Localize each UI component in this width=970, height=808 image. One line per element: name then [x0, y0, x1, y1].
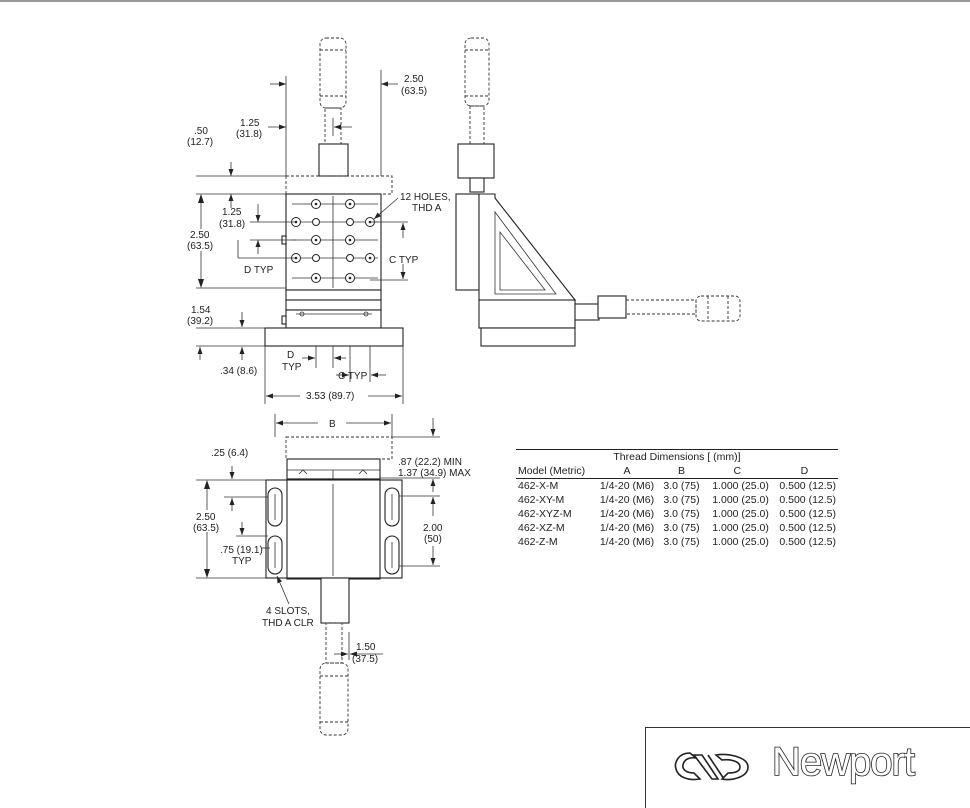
cell-c: 1.000 (25.0): [712, 494, 769, 506]
cell-c: 1.000 (25.0): [712, 536, 769, 548]
dim-2-50-bottom: 2.50: [196, 512, 216, 523]
cell-c: 1.000 (25.0): [712, 480, 769, 492]
cell-a: 1/4-20 (M6): [599, 480, 655, 492]
table-caption: Thread Dimensions [ (mm)]: [516, 449, 838, 464]
cell-b: 3.0 (75): [663, 480, 700, 492]
newport-swoosh-logo-icon: [674, 752, 749, 781]
cell-d: 0.500 (12.5): [779, 522, 836, 534]
cell-d: 0.500 (12.5): [779, 508, 836, 520]
typ-75: TYP: [232, 556, 252, 567]
header-b: B: [659, 464, 704, 479]
cell-model: 462-XY-M: [518, 494, 565, 506]
dim-63-5-bottom: (63.5): [193, 523, 219, 534]
dim-34: .34 (8.6): [220, 366, 257, 377]
newport-wordmark: Newport: [771, 739, 916, 785]
slots-label-line1: 4 SLOTS,: [266, 606, 310, 617]
dim-2-50-top: 2.50: [404, 74, 424, 85]
table-row: 462-XY-M 1/4-20 (M6) 3.0 (75) 1.000 (25.…: [516, 493, 838, 507]
dim-39-2: (39.2): [187, 316, 213, 327]
dim-2-50-left: 2.50: [190, 230, 210, 241]
cell-d: 0.500 (12.5): [779, 480, 836, 492]
clearance-slots: [267, 487, 400, 575]
table-row: 462-XZ-M 1/4-20 (M6) 3.0 (75) 1.000 (25.…: [516, 521, 838, 535]
dim-37-5: (37.5): [352, 654, 378, 665]
cell-d: 0.500 (12.5): [779, 494, 836, 506]
cell-model: 462-XZ-M: [518, 522, 565, 534]
header-a: A: [594, 464, 660, 479]
holes-label-line2: THD A: [412, 203, 442, 214]
cell-b: 3.0 (75): [663, 522, 700, 534]
c-typ-bottom: C TYP: [338, 371, 368, 382]
table-row: 462-Z-M 1/4-20 (M6) 3.0 (75) 1.000 (25.0…: [516, 535, 838, 549]
dim-1-25-mid: 1.25: [222, 207, 242, 218]
dim-75: .75 (19.1): [220, 545, 263, 556]
dim-25: .25 (6.4): [211, 448, 248, 459]
logo-box: Newport: [645, 727, 970, 808]
dim-50mm: (50): [424, 534, 442, 545]
dim-1-50: 1.50: [356, 642, 376, 653]
front-view: 2.50 (63.5) 1.25 (31.8) .50 (12.7) 12 HO…: [187, 37, 451, 404]
cell-a: 1/4-20 (M6): [599, 536, 655, 548]
table-row: 462-X-M 1/4-20 (M6) 3.0 (75) 1.000 (25.0…: [516, 479, 838, 494]
slots-label-line2: THD A CLR: [262, 618, 314, 629]
header-d: D: [770, 464, 838, 479]
cell-c: 1.000 (25.0): [712, 522, 769, 534]
table-row: 462-XYZ-M 1/4-20 (M6) 3.0 (75) 1.000 (25…: [516, 507, 838, 521]
cell-b: 3.0 (75): [663, 536, 700, 548]
cell-d: 0.500 (12.5): [779, 536, 836, 548]
dim-63-5-top: (63.5): [401, 86, 427, 97]
dim-1-25-top: 1.25: [240, 118, 260, 129]
b-label: B: [329, 419, 336, 430]
cell-b: 3.0 (75): [663, 494, 700, 506]
c-typ-right: C TYP: [389, 255, 419, 266]
dim-31-8-top: (31.8): [236, 129, 262, 140]
dim-50: .50: [194, 126, 208, 137]
mounting-holes: [291, 199, 375, 283]
thread-dimensions-table: Thread Dimensions [ (mm)] Model (Metric)…: [516, 449, 838, 549]
cell-model: 462-Z-M: [518, 536, 558, 548]
dim-1-54: 1.54: [191, 305, 211, 316]
dim-137-max: 1.37 (34.9) MAX: [398, 468, 471, 479]
cell-a: 1/4-20 (M6): [599, 522, 655, 534]
dim-63-5-left: (63.5): [187, 241, 213, 252]
dim-31-8-mid: (31.8): [219, 219, 245, 230]
side-view: [455, 37, 741, 347]
typ-label: TYP: [282, 362, 302, 373]
cell-a: 1/4-20 (M6): [599, 508, 655, 520]
cell-model: 462-X-M: [518, 480, 559, 492]
header-c: C: [703, 464, 771, 479]
dim-2-00: 2.00: [423, 523, 443, 534]
top-view: B .87 (22.2) M: [193, 414, 471, 736]
header-model: Model (Metric): [516, 464, 595, 479]
dim-87-min: .87 (22.2) MIN: [398, 457, 462, 468]
cell-b: 3.0 (75): [663, 508, 700, 520]
d-typ-left: D TYP: [244, 265, 274, 276]
d-label: D: [287, 350, 294, 361]
cell-a: 1/4-20 (M6): [599, 494, 655, 506]
dim-12-7: (12.7): [187, 137, 213, 148]
table-header-row: Model (Metric) A B C D: [516, 464, 838, 479]
holes-label-line1: 12 HOLES,: [400, 192, 451, 203]
cell-model: 462-XYZ-M: [518, 508, 572, 520]
cell-c: 1.000 (25.0): [712, 508, 769, 520]
dim-3-53: 3.53 (89.7): [306, 391, 354, 402]
